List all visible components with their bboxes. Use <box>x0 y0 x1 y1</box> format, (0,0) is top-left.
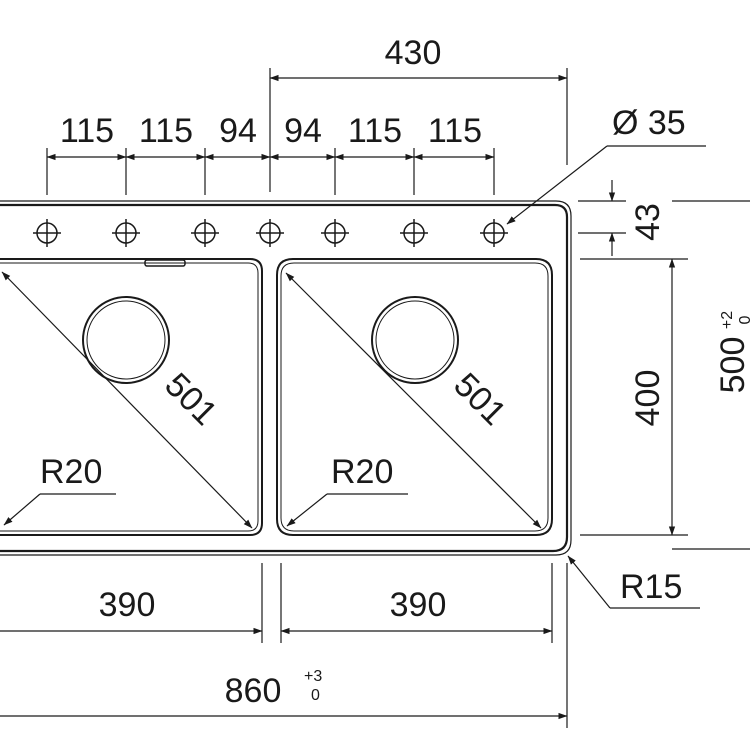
dim-860-tol-lower: 0 <box>311 687 320 704</box>
dim-label-500: 500 <box>714 337 750 394</box>
spacing-label: 115 <box>60 112 114 150</box>
left-radius-callout: R20 <box>3 453 116 526</box>
overflow-slot <box>144 259 186 267</box>
dimension-500: 500 +2 0 <box>672 200 750 550</box>
dim-label-501-left: 501 <box>157 366 224 433</box>
dimension-430: 430 <box>269 34 568 192</box>
spacing-label: 115 <box>139 112 193 150</box>
radius-label-r15: R15 <box>620 568 682 606</box>
dim-label-390-right: 390 <box>390 586 447 624</box>
tap-hole-mark <box>33 219 61 247</box>
dimension-860: 860 +3 0 <box>0 563 568 728</box>
radius-label-left: R20 <box>40 453 102 491</box>
tap-hole-mark <box>112 219 140 247</box>
right-diagonal-501: 501 <box>285 272 542 529</box>
corner-radius-callout: R15 <box>567 555 700 609</box>
hole-diameter-label: Ø 35 <box>612 104 686 142</box>
spacing-label: 94 <box>284 112 322 150</box>
dim-label-43: 43 <box>629 203 667 241</box>
dim-label-430: 430 <box>385 34 442 72</box>
bottom-bowl-widths: 390 390 <box>0 563 553 643</box>
dim-500-tol-upper: +2 <box>719 311 736 329</box>
hole-diameter-callout: Ø 35 <box>506 104 706 225</box>
spacing-label: 115 <box>428 112 482 150</box>
dim-label-501-right: 501 <box>446 366 513 433</box>
left-drain-circle <box>82 296 170 384</box>
spacing-label: 94 <box>219 112 257 150</box>
right-radius-callout: R20 <box>286 453 408 527</box>
dim-label-400: 400 <box>629 370 667 427</box>
dimension-43: 43 <box>578 180 667 256</box>
left-bowl <box>0 258 263 536</box>
tap-hole-mark <box>321 219 349 247</box>
tap-holes <box>33 219 508 247</box>
tap-hole-mark <box>256 219 284 247</box>
right-bowl <box>276 258 553 536</box>
sink-outline <box>0 200 572 556</box>
dim-500-tol-lower: 0 <box>737 315 750 324</box>
dim-label-390-left: 390 <box>99 586 156 624</box>
dim-860-tol-upper: +3 <box>304 668 322 685</box>
radius-label-right: R20 <box>331 453 393 491</box>
tap-hole-mark <box>400 219 428 247</box>
dim-label-860: 860 <box>225 672 282 710</box>
hole-spacing-chain: 115 115 94 94 115 115 <box>46 112 495 195</box>
right-drain-circle <box>371 296 459 384</box>
tap-hole-mark <box>480 219 508 247</box>
tap-hole-mark <box>191 219 219 247</box>
dimension-400: 400 <box>580 258 688 536</box>
spacing-label: 115 <box>348 112 402 150</box>
